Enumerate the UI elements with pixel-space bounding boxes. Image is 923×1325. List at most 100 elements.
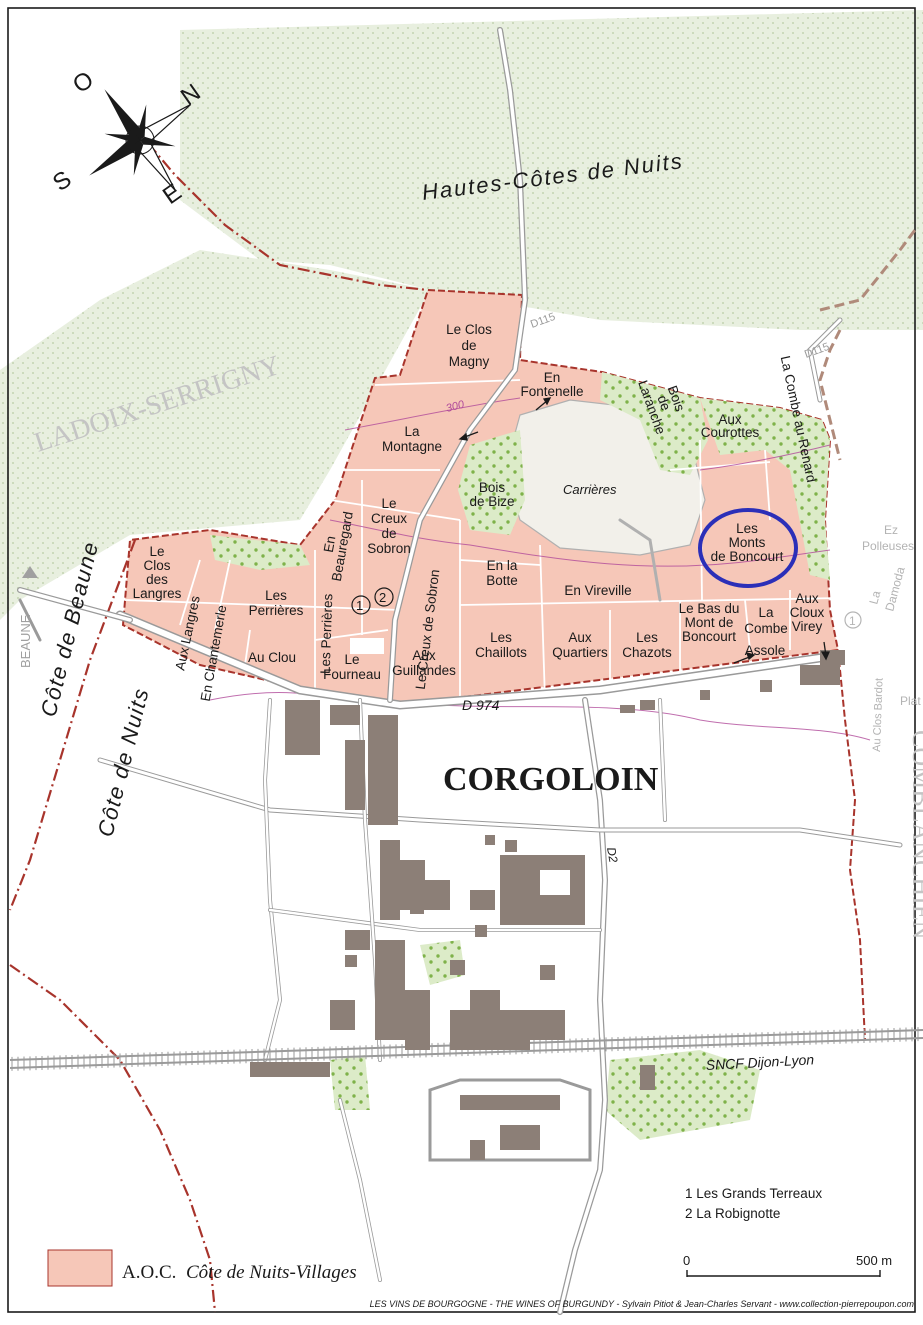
legend-aoc-swatch — [47, 1249, 113, 1287]
plat-label: Plat — [900, 694, 921, 708]
climat-en-beauregard-line-1: En — [321, 535, 339, 554]
climat-le-clos-des-langres-line-4: Langres — [133, 586, 182, 601]
highlight-circle-les-monts-de-boncourt — [698, 508, 798, 588]
climat-aux-cloux-virey-line-2: Cloux — [790, 605, 825, 620]
climat-le-clos-de-magny-line-1: Le Clos — [446, 322, 492, 337]
boundary-comblanchien — [837, 649, 866, 1041]
climat-les-chaillots-line-2: Chaillots — [475, 645, 527, 660]
marker-1-circle-east — [844, 611, 862, 629]
climat-bois-de-bize-line-2: de Bize — [469, 494, 514, 509]
climat-les-perrieres-a-line-1: Les — [265, 588, 287, 603]
roads — [17, 27, 903, 1315]
contour-300-label: 300 — [445, 398, 467, 415]
pointer-arrows — [458, 397, 830, 664]
climat-aux-cloux-virey-line-3: Virey — [792, 619, 823, 634]
climat-les-monts-de-boncourt-line-3: de Boncourt — [711, 549, 784, 564]
climat-bois-de-bize-line-1: Bois — [479, 480, 506, 495]
climat-en-la-botte-line-2: Botte — [486, 573, 518, 588]
ez-polleuses-line1: Ez — [884, 523, 898, 537]
climat-en-fontenelle-line-1: En — [544, 370, 561, 385]
comblanchien-label: COMBLANCHIEN — [907, 730, 923, 940]
railway-label: SNCF Dijon-Lyon — [705, 1051, 814, 1073]
marker-1-circle — [351, 595, 371, 615]
scale-end-label: 500 m — [856, 1253, 892, 1268]
climat-le-creux-de-sobron-small-line-3: de — [381, 526, 396, 541]
map-frame — [7, 7, 916, 1313]
footnote-2: 2 La Robignotte — [685, 1206, 780, 1221]
climat-aux-quartiers-line-2: Quartiers — [552, 645, 608, 660]
climat-les-perrieres-a-line-2: Perrières — [249, 603, 304, 618]
hillside-zone-west — [0, 250, 430, 620]
climat-aux-guillandes-line-2: Guillandes — [392, 663, 456, 678]
climat-la-montagne-line-1: La — [404, 424, 420, 439]
climat-les-chaillots-line-1: Les — [490, 630, 512, 645]
beaune-arrow-icon — [22, 566, 38, 578]
climat-aux-guillandes-line-1: Aux — [412, 648, 436, 663]
climat-les-perrieres-b-line-1: Les Perrières — [318, 593, 336, 674]
marker-2-number: 2 — [379, 590, 386, 605]
boundary-east — [818, 329, 842, 461]
climat-assole-line-1: Assole — [745, 643, 786, 658]
bois-de-bize-woods — [458, 430, 525, 535]
climat-aux-quartiers-line-1: Aux — [568, 630, 592, 645]
legend-aoc-prefix: A.O.C. — [122, 1262, 176, 1283]
climat-le-clos-des-langres-line-1: Le — [149, 544, 164, 559]
ez-polleuses-line2: Polleuses — [862, 539, 914, 553]
hillside-zone-north — [180, 10, 923, 330]
legend-aoc-name: Côte de Nuits-Villages — [186, 1262, 357, 1283]
footnote-1: 1 Les Grands Terreaux — [685, 1186, 822, 1201]
climat-les-monts-de-boncourt-line-1: Les — [736, 521, 758, 536]
road-label-d974: D 974 — [462, 697, 500, 713]
combe-au-renard-woods — [700, 398, 830, 580]
climat-aux-cloux-virey-line-1: Aux — [795, 591, 819, 606]
bois-de-laranche-woods — [600, 372, 708, 475]
climat-au-clou-line-1: Au Clou — [248, 650, 296, 665]
scale-zero-label: 0 — [683, 1253, 690, 1268]
climat-le-bas-du-mont-de-boncourt-line-3: Boncourt — [682, 629, 736, 644]
boundary-ladoix-north — [119, 109, 429, 292]
au-clos-bardot-label: Au Clos Bardot — [871, 678, 886, 752]
climat-aux-courottes-line-1: Aux — [718, 412, 742, 427]
climat-le-fourneau-line-2: Fourneau — [323, 667, 381, 682]
climat-le-bas-du-mont-de-boncourt-line-2: Mont de — [685, 615, 734, 630]
la-damoda-line1: La — [866, 589, 883, 606]
marker-1-number-east: 1 — [849, 614, 856, 628]
credit-line: LES VINS DE BOURGOGNE - THE WINES OF BUR… — [370, 1299, 915, 1309]
town-name-corgoloin: CORGOLOIN — [443, 761, 659, 798]
boundary-beaune-nuits — [8, 539, 137, 911]
climat-les-perrieres-b: Les Perrières — [318, 593, 336, 674]
parcel-boundaries — [124, 379, 841, 701]
boundary-south-west — [9, 964, 217, 1313]
compass-rose — [89, 89, 192, 192]
climat-la-montagne-line-2: Montagne — [382, 439, 442, 454]
climat-les-chazots-line-2: Chazots — [622, 645, 672, 660]
climat-le-creux-de-sobron-small-line-1: Le — [381, 496, 396, 511]
climat-en-la-botte-line-1: En la — [487, 558, 518, 573]
railway-ties — [11, 1027, 919, 1071]
town-buildings — [250, 650, 845, 1160]
climat-le-fourneau-line-1: Le — [344, 652, 359, 667]
beaune-direction-label: BEAUNE — [18, 614, 33, 668]
climat-le-clos-de-magny-line-3: Magny — [449, 354, 490, 369]
climat-le-clos-des-langres-line-3: des — [146, 572, 168, 587]
woods-small-sw — [330, 1055, 370, 1110]
climat-le-creux-de-sobron-small-line-2: Creux — [371, 511, 407, 526]
climat-bois-de-laranche-line-2: de — [654, 393, 673, 412]
woods-patch-west — [210, 535, 310, 570]
